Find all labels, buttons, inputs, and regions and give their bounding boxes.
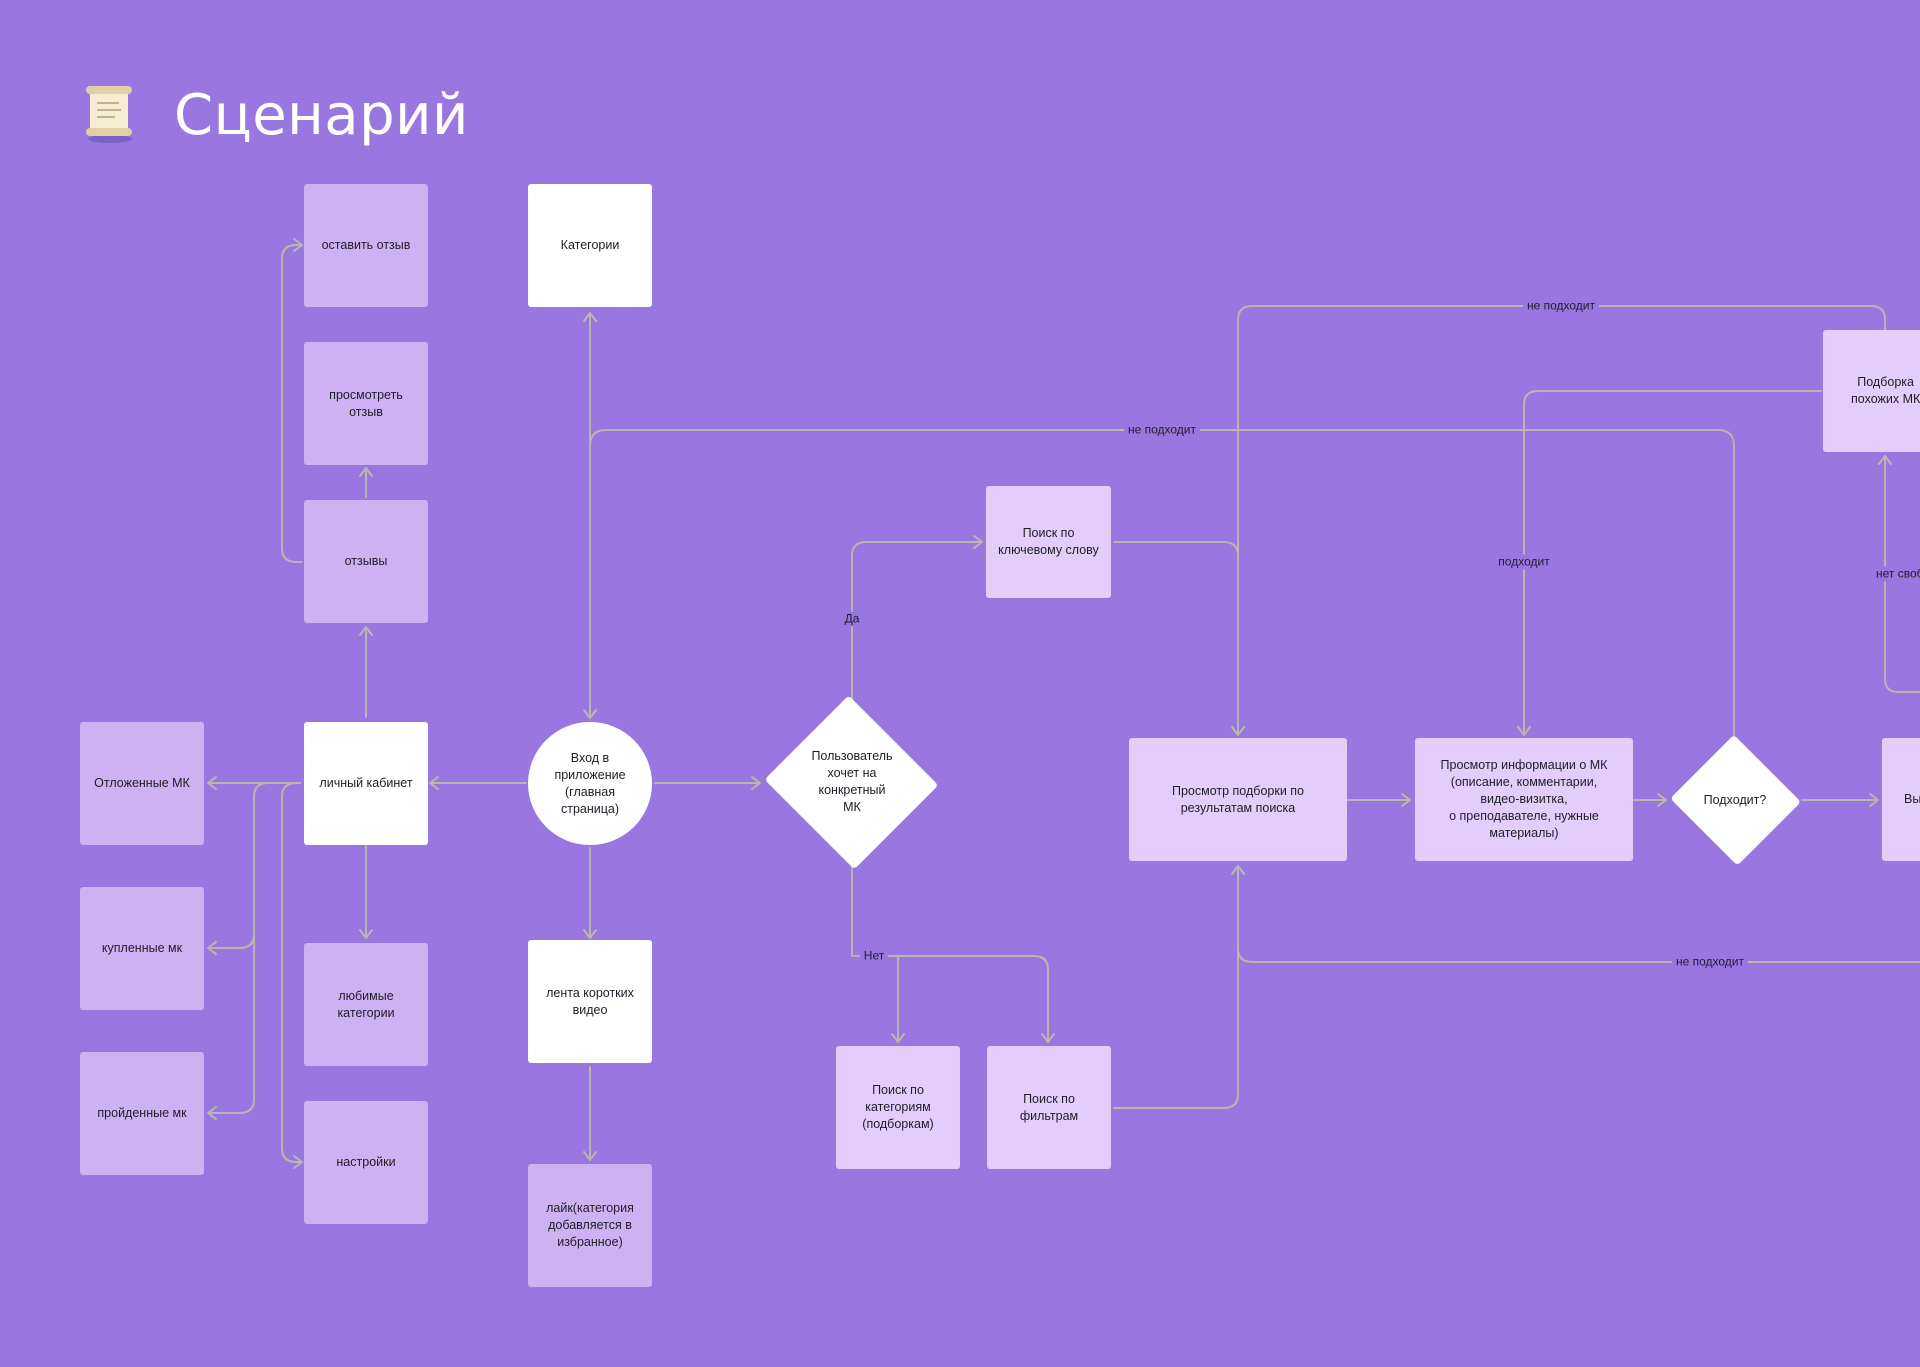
scroll-icon-graphic: [86, 86, 132, 143]
node-selection-results[interactable]: Просмотр подборки по результатам поиска: [1129, 738, 1347, 861]
node-category-search[interactable]: Поиск по категориям (подборкам): [836, 1046, 960, 1169]
arrowhead: [583, 1151, 597, 1161]
node-categories[interactable]: Категории: [528, 184, 652, 307]
decision-wants-label: Пользователь хочет на конкретный МК: [811, 749, 893, 814]
page-header: Сценарий: [86, 80, 469, 150]
edge-similar-info: [1523, 390, 1822, 736]
arrowhead: [1231, 865, 1245, 875]
edge-yes-keyword: [851, 541, 983, 701]
edge-cabinet-settings: [281, 782, 303, 1163]
node-decision-wants[interactable]: Пользователь хочет на конкретный МК: [762, 698, 942, 866]
edge-no-branch: [851, 865, 1049, 1043]
node-like[interactable]: лайк(категория добавляется в избранное): [528, 1164, 652, 1287]
edge-cabinet-completed: [207, 933, 255, 1114]
arrowhead: [1869, 793, 1879, 807]
arrowhead: [1231, 726, 1245, 736]
arrowhead: [1517, 726, 1531, 736]
edge-label-yes: Да: [840, 611, 864, 627]
edge-label-not-fit-mid: не подходит: [1123, 422, 1201, 438]
arrowhead: [751, 776, 761, 790]
node-view-review[interactable]: просмотреть отзыв: [304, 342, 428, 465]
edge-reviews-leave: [281, 244, 303, 563]
node-fav-categories[interactable]: любимые категории: [304, 943, 428, 1066]
edge-notfit-top: [589, 429, 1735, 739]
arrowhead: [207, 776, 217, 790]
decision-fits-label: Подходит?: [1703, 792, 1767, 807]
arrowhead: [293, 238, 303, 252]
edge-label-no-free: нет свободных д: [1876, 566, 1920, 582]
page-title: Сценарий: [174, 82, 469, 148]
arrowhead: [359, 626, 373, 636]
node-keyword-search[interactable]: Поиск по ключевому слову: [986, 486, 1111, 598]
edge-notfit-similar: [1237, 305, 1886, 561]
arrowhead: [1041, 1033, 1055, 1043]
node-mk-info[interactable]: Просмотр информации о МК (описание, комм…: [1415, 738, 1633, 861]
arrowhead: [293, 1155, 303, 1169]
arrowhead: [1657, 793, 1667, 807]
node-partial-right[interactable]: Вы: [1882, 738, 1920, 861]
node-similar[interactable]: Подборка похожих МК: [1823, 330, 1920, 452]
edge-notfit-bottom: [1237, 899, 1920, 963]
scroll-icon: [86, 85, 146, 145]
arrowhead: [1878, 455, 1892, 465]
node-entry[interactable]: Вход в приложение (главная страница): [528, 722, 652, 845]
arrowhead: [583, 929, 597, 939]
arrowhead: [207, 941, 217, 955]
edge-filter-results: [1113, 865, 1239, 1109]
arrowhead: [583, 312, 597, 322]
arrowhead: [359, 467, 373, 477]
node-settings[interactable]: настройки: [304, 1101, 428, 1224]
node-leave-review[interactable]: оставить отзыв: [304, 184, 428, 307]
node-filter-search[interactable]: Поиск по фильтрам: [987, 1046, 1111, 1169]
arrowhead: [429, 776, 439, 790]
edge-label-no: Нет: [859, 948, 889, 964]
node-short-videos[interactable]: лента коротких видео: [528, 940, 652, 1063]
node-decision-fits[interactable]: Подходит?: [1668, 736, 1802, 864]
arrowhead: [1401, 793, 1411, 807]
edge-nofree-similar: [1884, 455, 1920, 693]
arrowhead: [359, 929, 373, 939]
arrowhead: [891, 1033, 905, 1043]
node-reviews[interactable]: отзывы: [304, 500, 428, 623]
edge-keyword-results: [1113, 541, 1239, 736]
arrowhead: [207, 1106, 217, 1120]
node-postponed[interactable]: Отложенные МК: [80, 722, 204, 845]
edge-label-fits: подходит: [1494, 554, 1554, 570]
edge-cabinet-bought: [207, 782, 301, 949]
node-cabinet[interactable]: личный кабинет: [304, 722, 428, 845]
edge-label-not-fit-top: не подходит: [1522, 298, 1600, 314]
arrowhead: [973, 535, 983, 549]
node-bought[interactable]: купленные мк: [80, 887, 204, 1010]
edge-label-not-fit-bottom: не подходит: [1671, 954, 1749, 970]
arrowhead: [583, 709, 597, 719]
node-completed[interactable]: пройденные мк: [80, 1052, 204, 1175]
